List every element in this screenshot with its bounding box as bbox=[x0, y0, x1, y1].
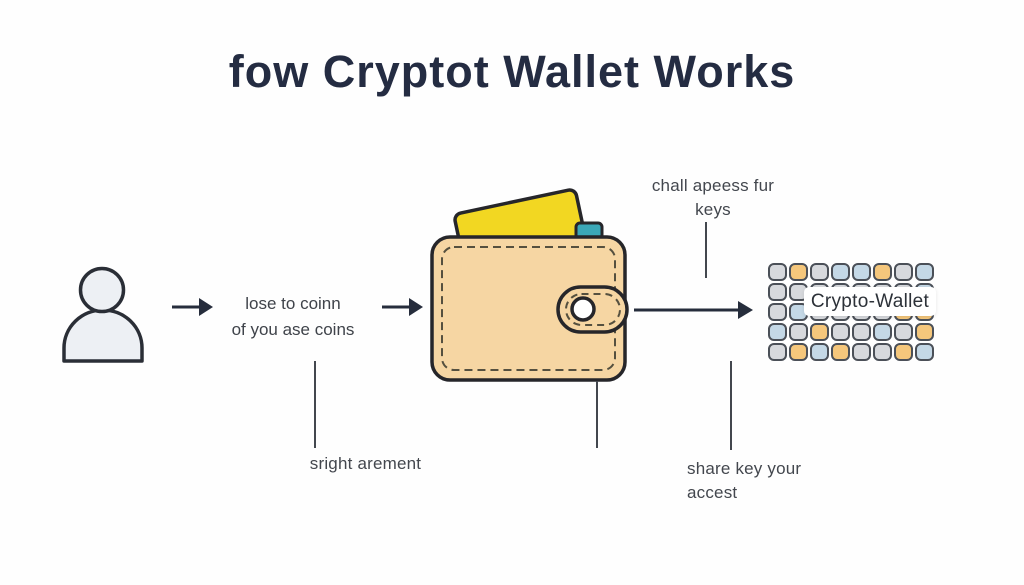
step-text-line2: of you ase coins bbox=[231, 320, 355, 339]
annotation-access: share key your accest bbox=[687, 457, 817, 505]
key-cell bbox=[768, 323, 787, 341]
wallet-icon bbox=[430, 188, 629, 382]
key-cell bbox=[831, 343, 850, 361]
arrow-right-icon bbox=[172, 298, 213, 316]
person-icon bbox=[62, 266, 144, 363]
annotation-keys-line1: chall apeess fur bbox=[651, 176, 775, 195]
key-cell bbox=[894, 263, 913, 281]
key-cell bbox=[810, 323, 829, 341]
annotation-agreement: sright arement bbox=[309, 454, 422, 473]
key-cell bbox=[831, 263, 850, 281]
connector-line-access bbox=[730, 361, 732, 450]
connector-line-keys bbox=[705, 222, 707, 278]
key-cell bbox=[810, 343, 829, 361]
key-grid-label: Crypto-Wallet bbox=[804, 287, 936, 316]
key-cell bbox=[894, 343, 913, 361]
step-text: lose to coinn of you ase coins bbox=[218, 291, 368, 343]
key-cell bbox=[915, 263, 934, 281]
connector-line-wallet bbox=[596, 381, 598, 448]
key-cell bbox=[873, 323, 892, 341]
key-cell bbox=[915, 343, 934, 361]
key-cell bbox=[789, 323, 808, 341]
key-cell bbox=[873, 263, 892, 281]
key-cell bbox=[852, 263, 871, 281]
key-cell bbox=[915, 323, 934, 341]
annotation-access-line1: share key your bbox=[687, 459, 802, 478]
connector-line-agreement bbox=[314, 361, 316, 448]
key-cell bbox=[768, 283, 787, 301]
key-cell bbox=[789, 343, 808, 361]
annotation-access-line2: accest bbox=[687, 483, 738, 502]
key-cell bbox=[810, 263, 829, 281]
key-cell bbox=[768, 343, 787, 361]
key-cell bbox=[789, 263, 808, 281]
annotation-keys-line2: keys bbox=[695, 200, 731, 219]
key-cell bbox=[894, 323, 913, 341]
arrow-right-icon bbox=[634, 301, 753, 319]
arrow-right-icon bbox=[382, 298, 423, 316]
key-cell bbox=[768, 263, 787, 281]
annotation-keys: chall apeess fur keys bbox=[648, 174, 778, 222]
key-cell bbox=[852, 323, 871, 341]
key-cell bbox=[873, 343, 892, 361]
step-text-line1: lose to coinn bbox=[245, 294, 341, 313]
key-cell bbox=[768, 303, 787, 321]
page-title: fow Cryptot Wallet Works bbox=[228, 46, 796, 97]
key-grid: Crypto-Wallet bbox=[768, 263, 938, 365]
key-cell bbox=[852, 343, 871, 361]
key-cell bbox=[831, 323, 850, 341]
